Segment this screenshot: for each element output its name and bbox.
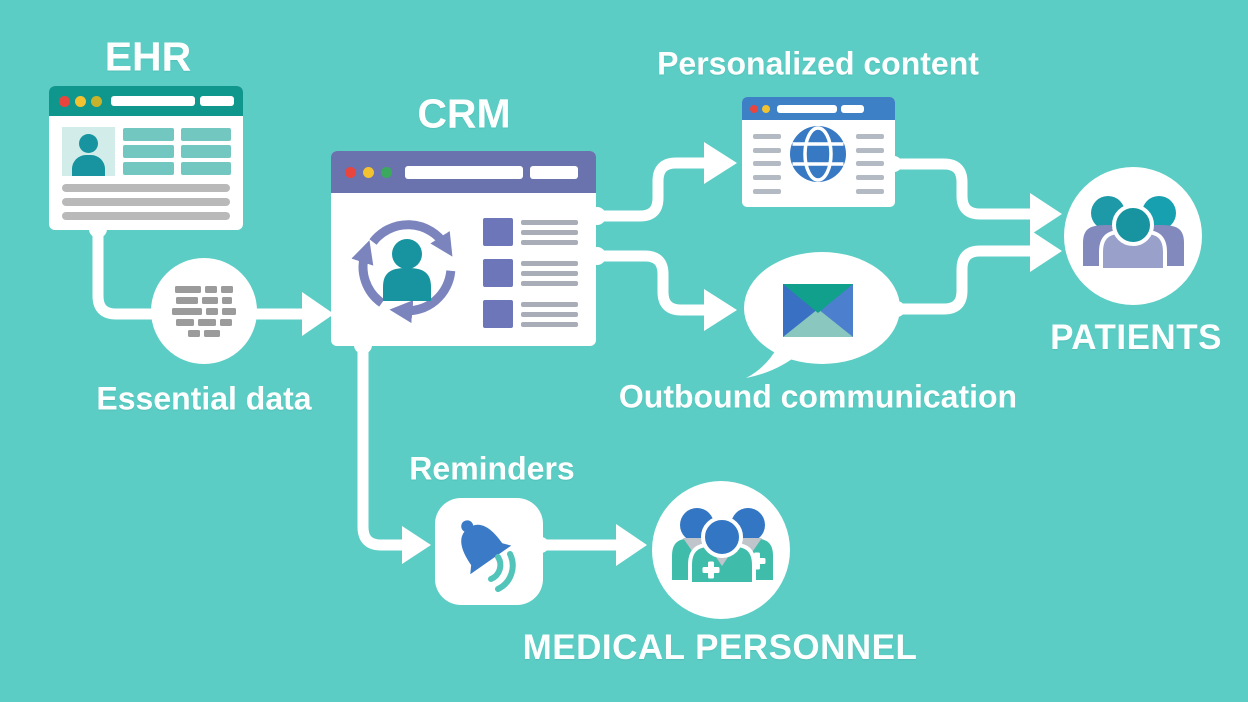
medical-cross-icon bbox=[702, 561, 720, 579]
crm-window bbox=[331, 151, 596, 346]
list-square-icon bbox=[483, 300, 513, 328]
window-dot-yellow-icon bbox=[363, 166, 374, 178]
person-front bbox=[1099, 204, 1167, 272]
address-bar-short bbox=[200, 96, 234, 106]
arrowhead bbox=[1030, 230, 1062, 272]
edge-outbound-communication-to-patients bbox=[896, 245, 1031, 315]
label-reminders: Reminders bbox=[409, 450, 575, 487]
record-field-bar bbox=[181, 128, 231, 141]
edge-crm-to-reminders bbox=[357, 342, 403, 551]
data-lines-icon bbox=[172, 285, 236, 337]
list-square-icon bbox=[483, 259, 513, 287]
label-personalized-content: Personalized content bbox=[657, 45, 979, 82]
sound-waves-icon bbox=[488, 551, 516, 592]
window-dot-red-icon bbox=[345, 166, 356, 178]
text-line-bar bbox=[856, 161, 884, 166]
window-dot-yellow-icon bbox=[762, 104, 770, 113]
record-field-bar bbox=[181, 162, 231, 175]
edge-crm-to-personalized-content bbox=[593, 157, 705, 222]
address-bar-short bbox=[841, 104, 864, 113]
crm-list-row bbox=[483, 218, 578, 246]
globe-icon bbox=[790, 126, 846, 182]
label-essential-data: Essential data bbox=[96, 380, 312, 417]
address-bar bbox=[777, 104, 837, 113]
record-field-bar bbox=[123, 145, 174, 158]
text-line-bar bbox=[62, 198, 230, 206]
record-field-bar bbox=[123, 128, 174, 141]
label-medical-personnel: MEDICAL PERSONNEL bbox=[522, 628, 918, 667]
person-icon bbox=[383, 239, 431, 301]
list-text-lines bbox=[521, 259, 578, 287]
avatar-head bbox=[79, 134, 98, 153]
address-bar bbox=[111, 96, 195, 106]
address-bar-short bbox=[530, 165, 578, 179]
text-line-bar bbox=[62, 212, 230, 220]
label-outbound-communication: Outbound communication bbox=[618, 378, 1018, 415]
pc-window-header bbox=[742, 97, 895, 120]
patients-group-icon bbox=[1083, 196, 1184, 272]
crm-list-row bbox=[483, 259, 578, 287]
text-line-bar bbox=[753, 134, 781, 139]
text-line-bar bbox=[856, 189, 884, 194]
crm-window-header bbox=[331, 151, 596, 193]
outbound-communication-node bbox=[744, 252, 900, 378]
label-ehr: EHR bbox=[104, 33, 192, 80]
edge-ehr-to-essential-data bbox=[92, 226, 162, 320]
notification-bell-icon bbox=[461, 520, 516, 592]
ehr-window bbox=[49, 86, 243, 230]
patient-avatar-icon bbox=[62, 127, 115, 176]
medical-personnel-node bbox=[652, 481, 790, 619]
label-patients: PATIENTS bbox=[1050, 318, 1222, 357]
label-crm: CRM bbox=[417, 90, 511, 137]
text-line-bar bbox=[856, 134, 884, 139]
avatar-body bbox=[72, 155, 105, 176]
text-line-bar bbox=[753, 161, 781, 166]
window-dot-red-icon bbox=[750, 104, 758, 113]
medical-team-icon bbox=[672, 508, 773, 586]
text-line-bar bbox=[62, 184, 230, 192]
arrowhead bbox=[704, 289, 737, 331]
list-text-lines bbox=[521, 218, 578, 246]
edge-crm-to-outbound-communication bbox=[593, 250, 705, 316]
arrowhead bbox=[704, 142, 737, 184]
text-line-bar bbox=[856, 148, 884, 153]
crm-list-row bbox=[483, 300, 578, 328]
address-bar bbox=[405, 165, 523, 179]
patients-node bbox=[1064, 167, 1202, 305]
essential-data-node bbox=[151, 258, 257, 364]
arrowhead bbox=[1030, 193, 1062, 235]
record-field-bar bbox=[123, 162, 174, 175]
crm-window-body bbox=[331, 193, 596, 346]
ehr-window-header bbox=[49, 86, 243, 116]
personalized-content-window bbox=[742, 97, 895, 207]
list-text-lines bbox=[521, 300, 578, 328]
arrowhead bbox=[616, 524, 647, 566]
pc-window-body bbox=[742, 120, 895, 207]
record-field-bar bbox=[181, 145, 231, 158]
list-square-icon bbox=[483, 218, 513, 246]
text-line-bar bbox=[753, 175, 781, 180]
envelope-icon bbox=[783, 284, 853, 337]
reminders-node bbox=[435, 498, 543, 605]
sync-arrows-person-icon bbox=[351, 220, 456, 324]
arrowhead bbox=[402, 526, 431, 564]
window-dot-red-icon bbox=[59, 95, 70, 107]
medic-front bbox=[688, 516, 756, 586]
arrowhead bbox=[302, 292, 334, 336]
text-line-bar bbox=[856, 175, 884, 180]
text-line-bar bbox=[753, 148, 781, 153]
window-dot-yellow-icon bbox=[91, 95, 102, 107]
window-dot-green-icon bbox=[381, 166, 392, 178]
ehr-window-body bbox=[49, 116, 243, 230]
edge-personalized-content-to-patients bbox=[893, 158, 1031, 220]
text-line-bar bbox=[753, 189, 781, 194]
window-dot-yellow-icon bbox=[75, 95, 86, 107]
